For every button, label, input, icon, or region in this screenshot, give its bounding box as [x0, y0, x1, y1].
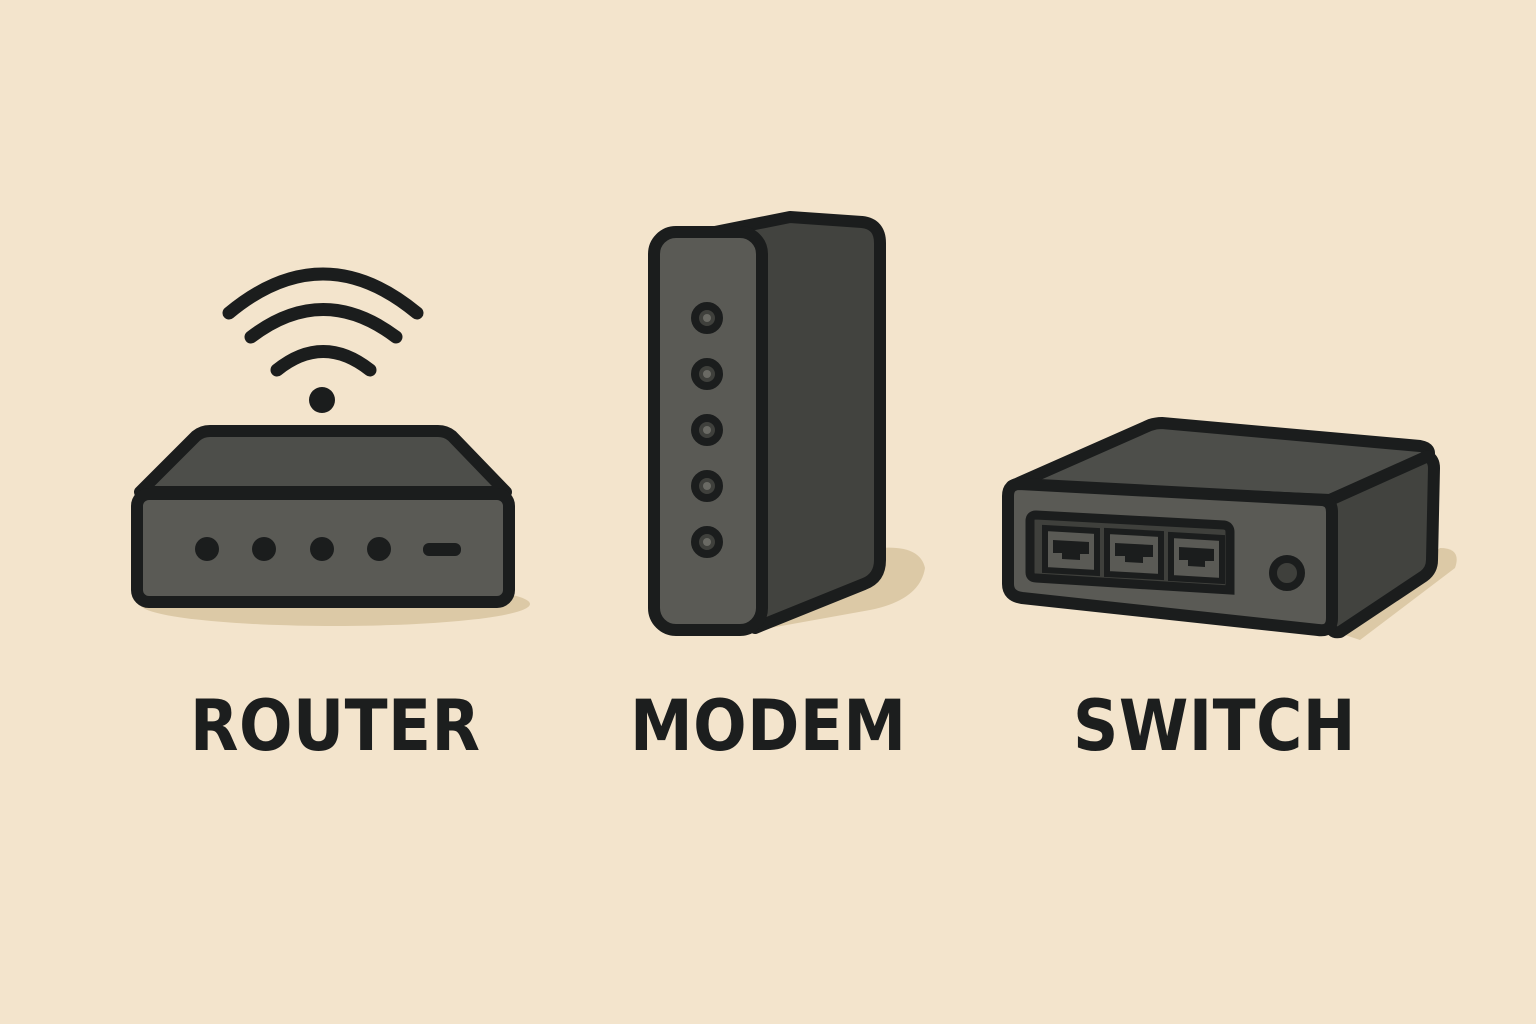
network-switch-icon [1002, 417, 1457, 640]
router-status-lights [195, 537, 461, 561]
wifi-signal-icon [222, 267, 424, 377]
modem-label: MODEM [630, 685, 907, 767]
switch-label: SWITCH [1073, 685, 1356, 767]
ethernet-port-notches [1053, 540, 1214, 567]
wifi-dot [309, 387, 335, 413]
router-label: ROUTER [190, 685, 481, 767]
modem-indicator-lights [691, 302, 723, 558]
wifi-router-icon [131, 267, 530, 626]
power-indicator-icon [1269, 555, 1305, 591]
router-top [134, 425, 512, 498]
modem-tower-icon [648, 211, 925, 636]
